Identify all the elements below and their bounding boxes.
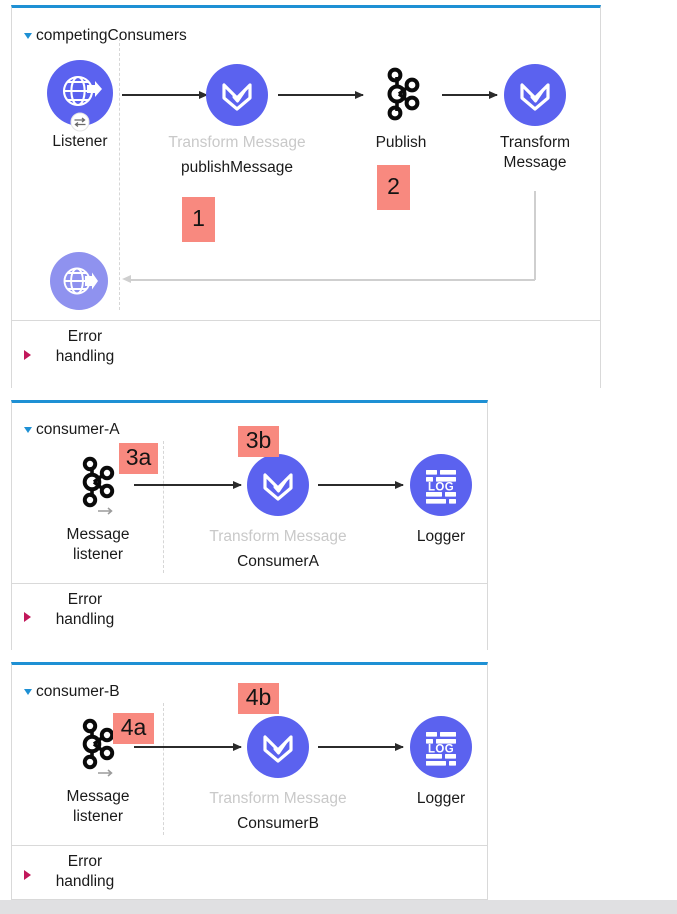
transform-circle <box>206 64 268 126</box>
triangle-right-icon[interactable] <box>24 349 31 360</box>
node-label: Transform Message <box>209 790 347 807</box>
connector-arrow <box>318 742 404 751</box>
node-label: Logger <box>416 790 466 807</box>
flow-source-divider <box>163 441 164 573</box>
node-label: Transform Message <box>168 134 306 151</box>
inbound-arrow-badge-icon <box>98 507 113 515</box>
kafka-message-listener-icon <box>82 456 115 508</box>
error-handling-section[interactable]: Error handling <box>12 583 487 650</box>
triangle-right-icon[interactable] <box>24 869 31 880</box>
flow-title-row-competing-consumers[interactable]: competingConsumers <box>24 28 224 48</box>
node-sublabel: publishMessage <box>180 159 293 176</box>
transform-message-icon <box>263 473 293 501</box>
node-sublabel: ConsumerB <box>237 815 319 832</box>
logger-circle <box>410 716 472 778</box>
http-listener-icon <box>62 75 102 107</box>
connector-arrow <box>134 480 242 489</box>
node-label: Publish <box>375 134 427 151</box>
node-transform-consumer-b[interactable]: Transform Message ConsumerB <box>209 716 347 832</box>
node-label: Listener <box>52 133 108 150</box>
step-badge: 4b <box>238 683 279 714</box>
svg-text:LOG: LOG <box>428 744 454 756</box>
node-transform-consumer-a[interactable]: Transform Message ConsumerA <box>209 454 347 570</box>
flow-source-divider <box>163 703 164 835</box>
error-handling-section[interactable]: Error handling <box>12 845 487 899</box>
flow-panel-competing-consumers[interactable]: competingConsumers <box>11 5 601 388</box>
flow-title: consumer-A <box>36 421 120 438</box>
node-transform-publish-message[interactable]: Transform Message publishMessage <box>168 64 306 176</box>
error-handling-section[interactable]: Error handling <box>12 320 600 388</box>
step-badge: 1 <box>182 197 215 242</box>
connector-arrow <box>122 90 208 99</box>
error-handling-label: Error handling <box>55 591 115 629</box>
bidirectional-badge-icon <box>70 112 90 132</box>
transform-circle <box>504 64 566 126</box>
node-transform-message[interactable]: Transform Message <box>500 64 570 171</box>
bottom-status-strip <box>0 900 677 914</box>
transform-circle <box>247 454 309 516</box>
flow-title: consumer-B <box>36 683 120 700</box>
flow-source-divider <box>119 38 120 310</box>
node-label: Message listener <box>66 526 130 564</box>
node-sublabel: ConsumerA <box>237 553 319 570</box>
return-path-vertical <box>534 191 536 280</box>
error-handling-label: Error handling <box>55 853 115 891</box>
step-badge: 4a <box>113 713 154 744</box>
connector-arrow <box>134 742 242 751</box>
node-logger[interactable]: LOG Logger <box>410 716 472 807</box>
return-path-horizontal <box>131 279 535 281</box>
connector-arrow <box>278 90 364 99</box>
flow-title-row-consumer-b[interactable]: consumer-B <box>24 684 224 704</box>
node-label: Transform Message <box>209 528 347 545</box>
step-badge: 3a <box>119 443 158 474</box>
error-handling-label: Error handling <box>55 328 115 366</box>
kafka-message-listener-icon <box>82 718 115 770</box>
triangle-down-icon[interactable] <box>24 427 32 433</box>
flow-title-row-consumer-a[interactable]: consumer-A <box>24 422 224 442</box>
node-label: Logger <box>416 528 466 545</box>
logger-icon: LOG <box>426 470 456 504</box>
flow-panel-consumer-b[interactable]: consumer-B <box>11 662 488 900</box>
logger-circle <box>410 454 472 516</box>
flow-title: competingConsumers <box>36 27 187 44</box>
connector-arrow <box>318 480 404 489</box>
node-logger[interactable]: LOG Logger <box>410 454 472 545</box>
step-badge: 3b <box>238 426 279 457</box>
node-listener-response[interactable] <box>50 252 108 310</box>
triangle-down-icon[interactable] <box>24 33 32 39</box>
node-listener[interactable]: Listener <box>47 60 113 150</box>
inbound-arrow-badge-icon <box>98 769 113 777</box>
node-kafka-publish[interactable]: Publish <box>370 63 432 151</box>
node-label: Message listener <box>66 788 130 826</box>
http-response-icon <box>63 267 98 295</box>
logger-icon: LOG <box>426 732 456 766</box>
transform-circle <box>247 716 309 778</box>
step-badge: 2 <box>377 165 410 210</box>
transform-message-icon <box>520 83 550 111</box>
transform-message-icon <box>263 735 293 763</box>
svg-text:LOG: LOG <box>428 482 454 494</box>
node-kafka-message-listener[interactable]: Message listener <box>67 713 129 825</box>
connector-arrow <box>442 90 498 99</box>
kafka-publish-icon <box>387 67 420 121</box>
flow-panel-consumer-a[interactable]: consumer-A <box>11 400 488 650</box>
node-kafka-message-listener[interactable]: Message listener <box>67 451 129 563</box>
triangle-right-icon[interactable] <box>24 612 31 622</box>
transform-message-icon <box>222 83 252 111</box>
node-label: Transform Message <box>499 134 571 172</box>
triangle-down-icon[interactable] <box>24 689 32 695</box>
return-path-arrowhead <box>122 275 131 283</box>
